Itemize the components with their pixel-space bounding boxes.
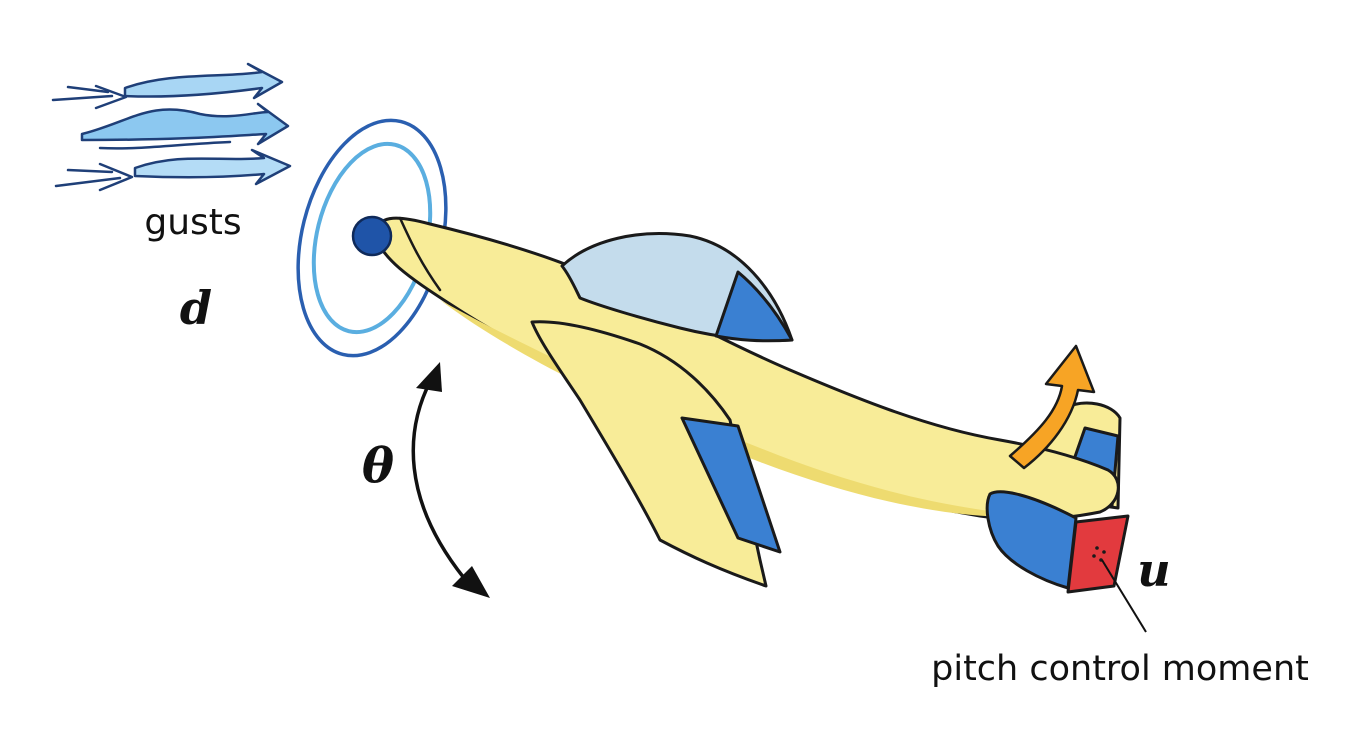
control-caption: pitch control moment [931, 649, 1309, 689]
airplane-icon [372, 216, 1130, 594]
elevator-rivets [1092, 546, 1106, 562]
control-leader-line [1101, 559, 1147, 633]
gust-streak-bottom [54, 148, 292, 192]
pitch-rotation-arc [411, 377, 466, 580]
pitch-moment-arrow [1008, 344, 1096, 470]
pitch-arrowhead-bottom [452, 566, 490, 598]
nose-seam [398, 216, 442, 292]
pitch-arrowhead-top [416, 362, 442, 392]
gust-streak-top [51, 62, 284, 110]
gust-streak-middle [80, 102, 290, 150]
canopy-rear-window [714, 270, 794, 343]
aileron [680, 416, 782, 554]
wing [530, 320, 768, 588]
pitch-angle-symbol: θ [362, 438, 394, 494]
horizontal-stabilizer [985, 490, 1078, 590]
disturbance-symbol: d [180, 281, 212, 335]
curved-arrow-up-icon [1008, 344, 1096, 470]
propeller-hub [351, 215, 393, 257]
curved-double-arrow-icon [411, 362, 490, 598]
gusts-label: gusts [144, 202, 241, 243]
wind-gust-icon [51, 62, 292, 192]
elevator [1066, 514, 1130, 594]
control-symbol: u [1137, 543, 1170, 597]
